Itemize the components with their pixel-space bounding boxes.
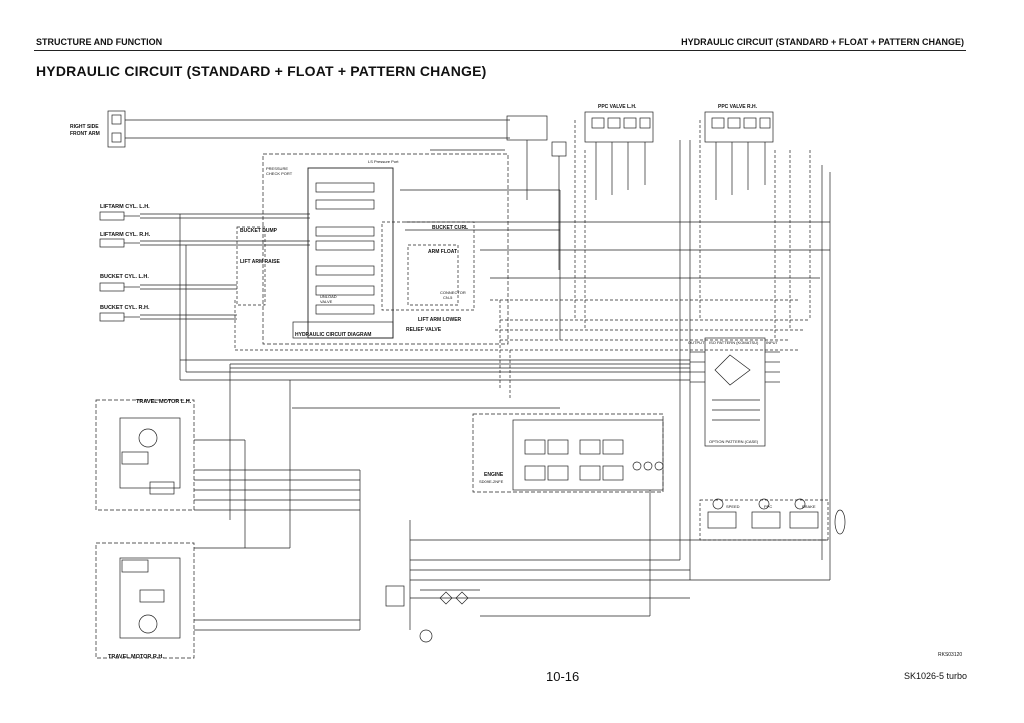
bucket-dump-label: BUCKET DUMP [240, 228, 278, 234]
travel-motor-lh [95, 399, 195, 511]
relief-valve-label: RELIEF VALVE [406, 327, 442, 333]
brake-label: BRAKE [802, 504, 816, 509]
lift-arm-raise-label: LIFT ARM RAISE [240, 259, 280, 265]
arm-float-label: ARM FLOAT [428, 249, 457, 255]
pressure-check-label-2: CHECK PORT [266, 171, 293, 176]
ppc-valve-rh-label: PPC VALVE R.H. [718, 104, 758, 110]
front-arm-block [107, 110, 126, 148]
section-header: STRUCTURE AND FUNCTION [36, 37, 163, 47]
unload-valve-label-2: VALVE [320, 299, 333, 304]
liftarm-cyl-lh-label: LIFTARM CYL. L.H. [100, 204, 150, 210]
connector-label-2: CN-5 [443, 295, 453, 300]
front-arm-label: RIGHT SIDE [70, 124, 99, 130]
engine-model-label: SD09E-2NFE [479, 479, 504, 484]
connector-label: CONNECTOR [440, 290, 466, 295]
hydraulic-circuit-diagram-label: HYDRAULIC CIRCUIT DIAGRAM [295, 332, 371, 338]
figure-reference: RKS03120 [938, 652, 963, 658]
bucket-cyl-lh-label: BUCKET CYL. L.H. [100, 274, 149, 280]
pressure-check-label: PRESSURE [266, 166, 288, 171]
engine-label: ENGINE [484, 472, 504, 478]
ls-pressure-port-label: LS Pressure Port [368, 159, 399, 164]
page-number: 10-16 [546, 669, 580, 684]
topic-header: HYDRAULIC CIRCUIT (STANDARD + FLOAT + PA… [681, 37, 964, 47]
ppc-label: PPC [764, 504, 772, 509]
pattern-change-valve [704, 337, 766, 447]
shuttle-valve [506, 115, 548, 141]
bucket-cyl-rh-label: BUCKET CYL. R.H. [100, 305, 150, 311]
return-filter [385, 585, 405, 607]
lift-arm-lower-label: LIFT ARM LOWER [418, 317, 462, 323]
ppc-valve-lh-label: PPC VALVE L.H. [598, 104, 637, 110]
iso-pattern-label: ISO PATTERN (KOMATSU) [709, 340, 759, 345]
front-arm-label-2: FRONT ARM [70, 131, 100, 137]
input-label: INPUT [766, 340, 779, 345]
page-title: HYDRAULIC CIRCUIT (STANDARD + FLOAT + PA… [36, 63, 487, 79]
option-pattern-label: OPTION PATTERN (CASE) [709, 439, 759, 444]
liftarm-cyl-rh [99, 238, 140, 248]
ppc-valve-rh [704, 111, 774, 143]
travel-motor-rh-label: TRAVEL MOTOR R.H. [108, 654, 164, 660]
unload-valve-label: UNLOAD [320, 294, 337, 299]
travel-motor-lh-label: TRAVEL MOTOR L.H. [136, 399, 192, 405]
tank-icon [419, 629, 433, 643]
model-name: SK1026-5 turbo [903, 671, 967, 681]
bucket-curl-label: BUCKET CURL [432, 225, 468, 231]
ppc-valve-lh [584, 111, 654, 143]
header-divider [34, 50, 966, 51]
bucket-cyl-lh [99, 282, 140, 292]
speed-label: SPEED [726, 504, 740, 509]
liftarm-cyl-rh-label: LIFTARM CYL. R.H. [100, 232, 151, 238]
control-valve-outline [262, 153, 509, 345]
liftarm-cyl-lh [99, 211, 140, 221]
bucket-cyl-rh [99, 312, 140, 322]
travel-motor-rh [95, 542, 195, 659]
accumulator [834, 509, 846, 535]
output-label: OUTPUT [688, 340, 705, 345]
